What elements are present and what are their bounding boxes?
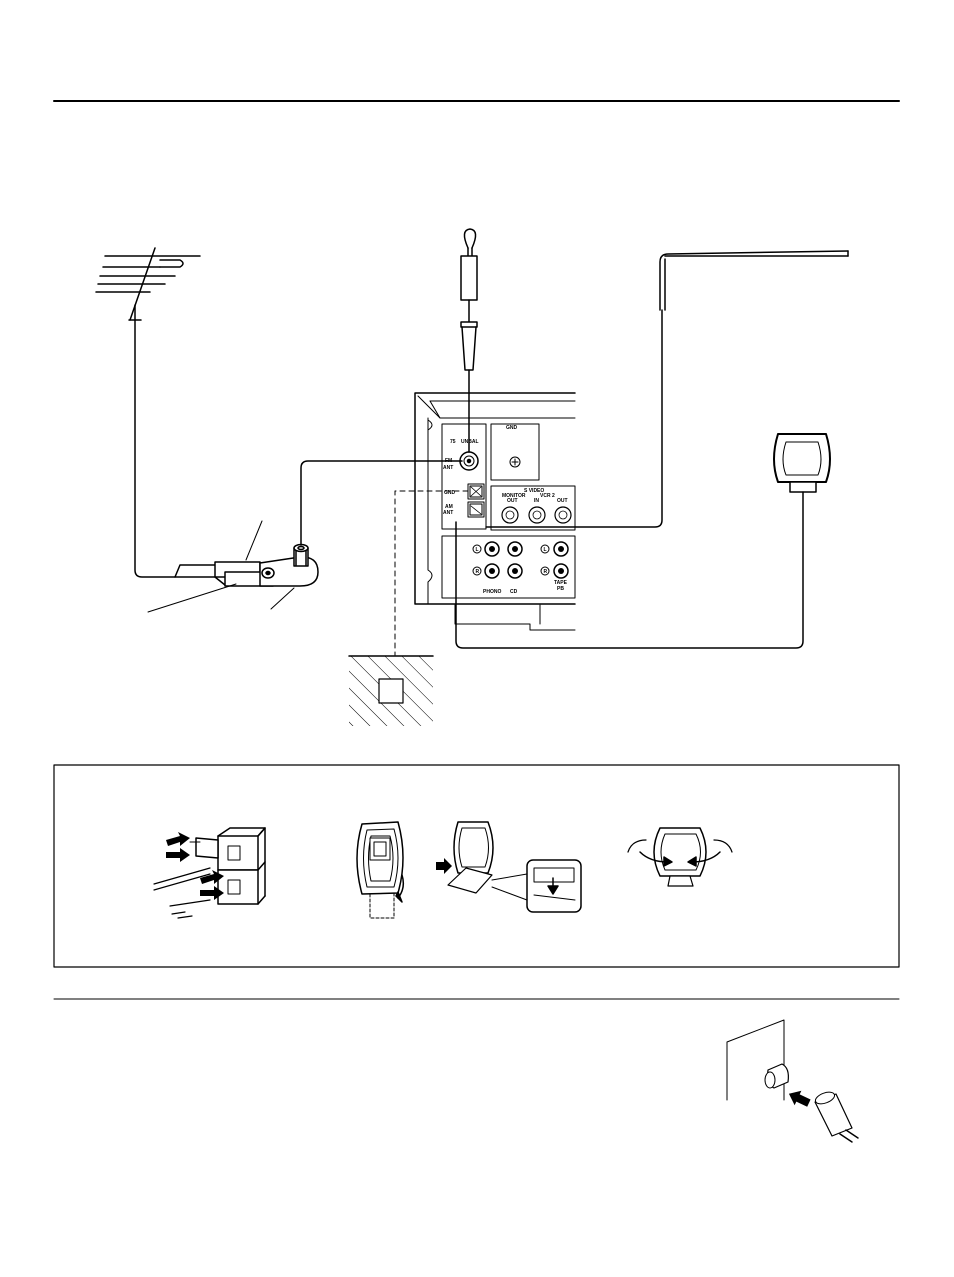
terminal-connection-icon (153, 827, 266, 919)
fm-ant-label-2: ANT (443, 465, 453, 471)
in-label: IN (534, 498, 539, 504)
receiver-rear-panel (414, 392, 576, 631)
coaxial-plug-icon (814, 1091, 859, 1143)
s-video-label: S VIDEO (524, 488, 544, 494)
ground-wire (394, 490, 469, 656)
fm-indoor-antenna-icon (460, 228, 478, 453)
unbal-label: UNBAL (461, 439, 479, 445)
loop-adjust-direction-icon (627, 827, 733, 887)
fm-feeder-cable (134, 319, 216, 578)
tape-label-1: TAPE (554, 580, 568, 586)
out-label: OUT (557, 498, 568, 504)
tape-label-2: PB (557, 586, 564, 592)
am-loop-antenna-icon (773, 433, 831, 493)
fm-outdoor-antenna-icon (95, 247, 201, 321)
ground-icon (348, 655, 434, 726)
phono-label: PHONO (483, 589, 501, 595)
right-label-1: R (476, 569, 480, 575)
leader-line-1 (245, 520, 263, 561)
am-wire-lead (485, 309, 663, 528)
leader-line-3 (270, 587, 295, 610)
cd-label: CD (510, 589, 518, 595)
vcr-label: VCR 2 (540, 493, 555, 499)
gnd-label-side: GND (444, 490, 456, 496)
loop-assembly-icon (356, 821, 582, 919)
fm-ant-cable (300, 460, 463, 546)
gnd-label-top: GND (506, 425, 518, 431)
am-loop-cable (455, 491, 804, 649)
wall-outlet-icon (726, 1019, 789, 1101)
am-outdoor-antenna-wire-icon (659, 250, 849, 311)
leader-line-2 (147, 583, 237, 613)
left-label-2: L (544, 547, 547, 553)
left-label-1: L (476, 547, 479, 553)
antenna-adapter-icon (214, 543, 319, 587)
am-ant-label-1: AM (445, 504, 453, 510)
fm-ant-label-1: FM (445, 458, 452, 464)
ts-label: 75 (450, 439, 456, 445)
am-loop-assembly-box (53, 764, 900, 968)
monitor-out-label-2: OUT (507, 498, 518, 504)
monitor-out-label-1: MONITOR (502, 493, 526, 499)
right-label-2: R (544, 569, 548, 575)
am-ant-label-2: ANT (443, 510, 453, 516)
